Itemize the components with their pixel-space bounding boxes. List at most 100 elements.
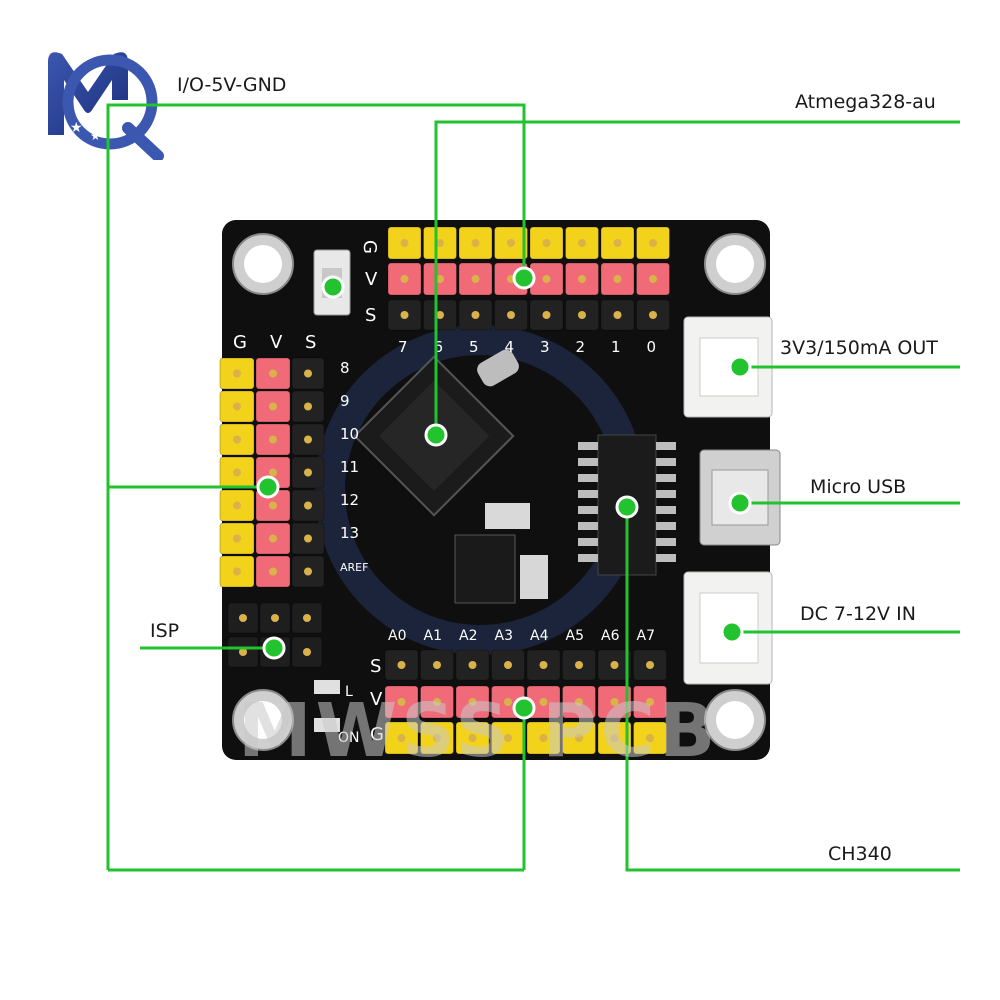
header-pin-tip	[269, 534, 277, 543]
chip-pin	[578, 442, 598, 450]
header-pin-tip	[397, 734, 406, 742]
header-pin-tip	[610, 734, 619, 742]
left-pin-number: AREF	[340, 561, 368, 574]
bottom-label-s: S	[370, 656, 381, 677]
left-pin-number: 12	[340, 491, 359, 509]
chip-pin	[656, 442, 676, 450]
bottom-label-g: G	[370, 724, 384, 745]
top-pin-number: 1	[611, 338, 621, 356]
header-pin-tip	[400, 239, 409, 247]
led-label-l: L	[345, 684, 353, 700]
top-pin-number: 2	[576, 338, 586, 356]
header-pin-tip	[578, 311, 586, 319]
label-io-5v-gnd: I/O-5V-GND	[177, 74, 287, 96]
header-pin-tip	[507, 239, 515, 247]
line-ch340	[625, 507, 960, 872]
chip-pin	[656, 538, 676, 546]
header-pin-tip	[504, 661, 512, 669]
top-header-black	[387, 299, 670, 331]
header-pin-tip	[433, 661, 441, 669]
bottom-header-black	[384, 649, 667, 681]
header-pin-tip	[646, 661, 654, 669]
chip-pin	[656, 506, 676, 514]
led-l	[314, 680, 340, 694]
left-pin-number: 10	[340, 425, 359, 443]
chip-pin	[578, 474, 598, 482]
header-pin-tip	[304, 567, 312, 576]
header-pin-tip	[575, 661, 583, 669]
label-3v3-out: 3V3/150mA OUT	[780, 337, 938, 359]
header-pin-tip	[542, 239, 551, 247]
header-pin-tip	[433, 734, 441, 742]
header-pin-tip	[233, 369, 241, 378]
header-pin-tip	[646, 698, 654, 706]
header-pin-tip	[269, 501, 277, 510]
header-pin-tip	[304, 468, 312, 477]
header-pin-tip	[539, 698, 548, 706]
chip-pin	[656, 458, 676, 466]
left-header-yellow	[219, 357, 255, 588]
header-pin-tip	[504, 698, 512, 706]
isp-pin-tip	[239, 614, 247, 622]
header-pin-tip	[304, 501, 312, 510]
header-pin-tip	[610, 661, 619, 669]
header-pin-tip	[233, 402, 241, 411]
label-atmega: Atmega328-au	[795, 91, 936, 113]
analog-pin-label: A5	[566, 628, 584, 644]
top-label-g: G	[359, 240, 380, 254]
left-pin-number: 9	[340, 392, 350, 410]
analog-pin-label: A4	[530, 628, 549, 644]
header-pin-tip	[578, 239, 586, 247]
top-label-s: S	[365, 305, 376, 326]
pcb-board	[222, 220, 770, 760]
header-pin-tip	[539, 661, 548, 669]
header-pin-tip	[542, 275, 551, 283]
left-pin-number: 11	[340, 458, 359, 476]
chip-pin	[578, 490, 598, 498]
header-pin-tip	[436, 275, 444, 283]
bottom-header-pink	[384, 685, 667, 719]
left-header-black	[291, 357, 325, 588]
header-pin-tip	[269, 567, 277, 576]
voltage-regulator	[454, 534, 516, 604]
callout-dots	[256, 266, 752, 720]
top-pin-number: 6	[434, 338, 444, 356]
left-pin-number: 13	[340, 524, 359, 542]
mq-logo: ★ ★	[48, 52, 164, 160]
top-label-v: V	[365, 269, 378, 290]
header-pin-tip	[613, 311, 622, 319]
header-pin-tip	[649, 275, 657, 283]
chip-pin	[578, 554, 598, 562]
header-pin-tip	[269, 468, 277, 477]
top-pin-number: 4	[505, 338, 515, 356]
label-ch340: CH340	[828, 843, 892, 865]
header-pin-tip	[542, 311, 551, 319]
header-pin-tip	[649, 239, 657, 247]
analog-pin-label: A0	[388, 628, 406, 644]
label-dc-in: DC 7-12V IN	[800, 603, 916, 625]
header-pin-tip	[471, 311, 480, 319]
header-pin-tip	[539, 734, 548, 742]
header-pin-tip	[504, 734, 512, 742]
line-atmega	[434, 120, 960, 435]
analog-pin-label: A6	[601, 628, 620, 644]
label-micro-usb: Micro USB	[810, 476, 907, 498]
bottom-header-yellow	[384, 721, 667, 755]
label-isp: ISP	[150, 620, 180, 642]
left-label-v: V	[270, 332, 283, 353]
left-label-g: G	[233, 332, 247, 353]
header-pin-tip	[613, 239, 622, 247]
left-label-s: S	[305, 332, 316, 353]
chip-pin	[578, 522, 598, 530]
top-header-pink	[387, 262, 670, 296]
header-pin-tip	[304, 369, 312, 378]
header-pin-tip	[649, 311, 657, 319]
header-pin-tip	[304, 435, 312, 444]
header-pin-tip	[468, 734, 477, 742]
header-pin-tip	[646, 734, 654, 742]
svg-text:★: ★	[70, 119, 83, 135]
analog-pin-label: A3	[495, 628, 513, 644]
svg-text:★: ★	[90, 129, 101, 143]
header-pin-tip	[400, 311, 409, 319]
